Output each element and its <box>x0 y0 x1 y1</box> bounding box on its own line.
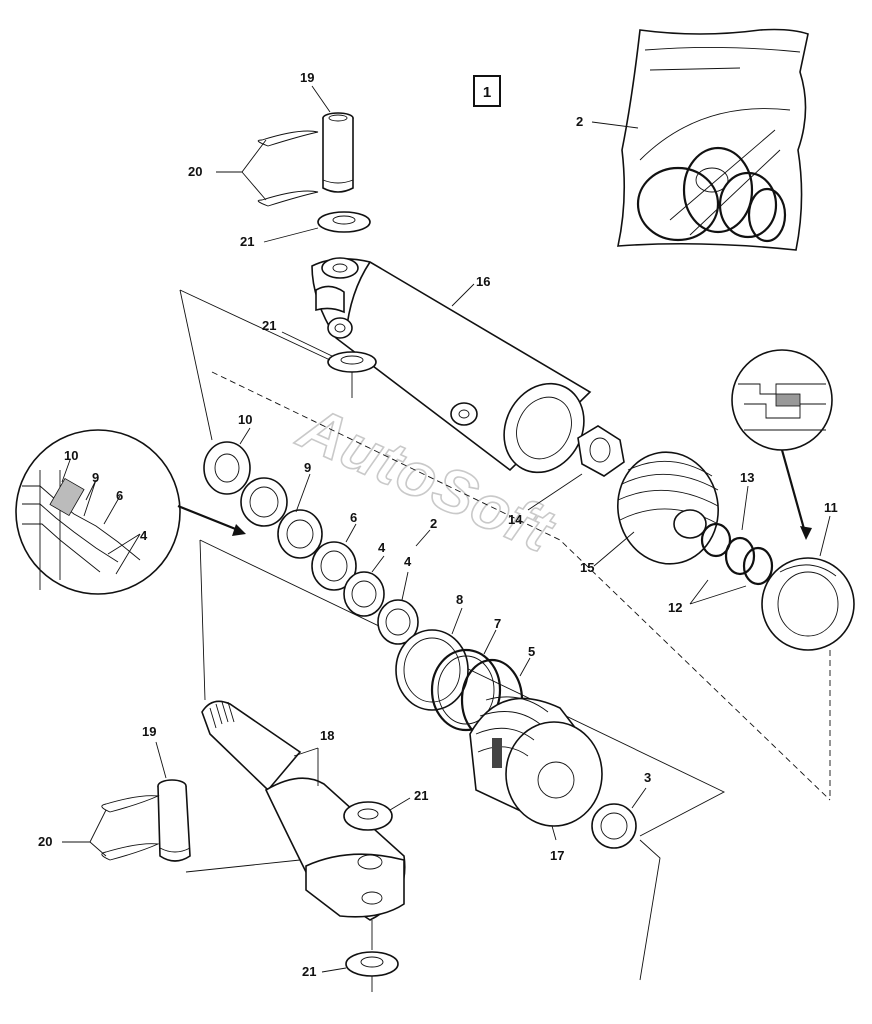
washer-21-top <box>263 211 371 243</box>
figure-number: 1 <box>483 84 491 101</box>
washer-21-rod <box>343 797 411 831</box>
piston-17 <box>469 696 603 841</box>
piston-15 <box>593 451 719 567</box>
seals-8-7-5 <box>395 607 531 742</box>
gland-11 <box>761 515 855 800</box>
callout-17: 17 <box>550 848 564 863</box>
clips-20-bottom <box>62 795 160 861</box>
callout-6: 6 <box>350 510 357 525</box>
callout-labels: 2 2 3 4 4 4 5 7 8 6 6 9 9 10 10 11 12 13… <box>38 70 838 979</box>
callout-11: 11 <box>824 500 838 515</box>
callout-16: 16 <box>476 274 490 289</box>
callout-20-top: 20 <box>188 164 202 179</box>
callout-10: 10 <box>238 412 252 427</box>
washer-21-bottom <box>321 920 399 992</box>
nut-14 <box>527 425 625 511</box>
piston-rod-18 <box>201 700 406 921</box>
callout-4-detail: 4 <box>140 528 148 543</box>
callout-14: 14 <box>508 512 523 527</box>
callout-19-bottom: 19 <box>142 724 156 739</box>
callout-9-detail: 9 <box>92 470 99 485</box>
pin-19-top <box>311 85 354 193</box>
callout-2-mid: 2 <box>430 516 437 531</box>
callout-7: 7 <box>494 616 501 631</box>
callout-21-c: 21 <box>414 788 428 803</box>
pin-19-bottom <box>155 741 191 862</box>
washer-21-mid <box>281 331 377 398</box>
seal-rings-12-13 <box>689 485 774 605</box>
callout-15: 15 <box>580 560 594 575</box>
seal-kit-bag <box>591 28 809 251</box>
cylinder-tube-16 <box>311 257 592 474</box>
callout-21-d: 21 <box>302 964 316 979</box>
callout-9: 9 <box>304 460 311 475</box>
callout-21-a: 21 <box>240 234 254 249</box>
callout-8: 8 <box>456 592 463 607</box>
callout-12: 12 <box>668 600 682 615</box>
callout-4a: 4 <box>378 540 386 555</box>
ring-3 <box>591 787 647 849</box>
callout-20-bottom: 20 <box>38 834 52 849</box>
rings-stack <box>203 427 431 645</box>
figure-number-box: 1 <box>473 75 501 107</box>
alignment-lines <box>179 289 831 981</box>
detail-circle-seal-profile <box>731 349 833 540</box>
callout-5: 5 <box>528 644 535 659</box>
clips-20-top <box>216 130 319 207</box>
callout-3: 3 <box>644 770 651 785</box>
callout-18: 18 <box>320 728 334 743</box>
callout-2-bag: 2 <box>576 114 583 129</box>
callout-19-top: 19 <box>300 70 314 85</box>
callout-4b: 4 <box>404 554 412 569</box>
detail-circle-ring-stack <box>15 429 246 595</box>
callout-6-detail: 6 <box>116 488 123 503</box>
callout-13: 13 <box>740 470 754 485</box>
callout-21-b: 21 <box>262 318 276 333</box>
callout-10-detail: 10 <box>64 448 78 463</box>
